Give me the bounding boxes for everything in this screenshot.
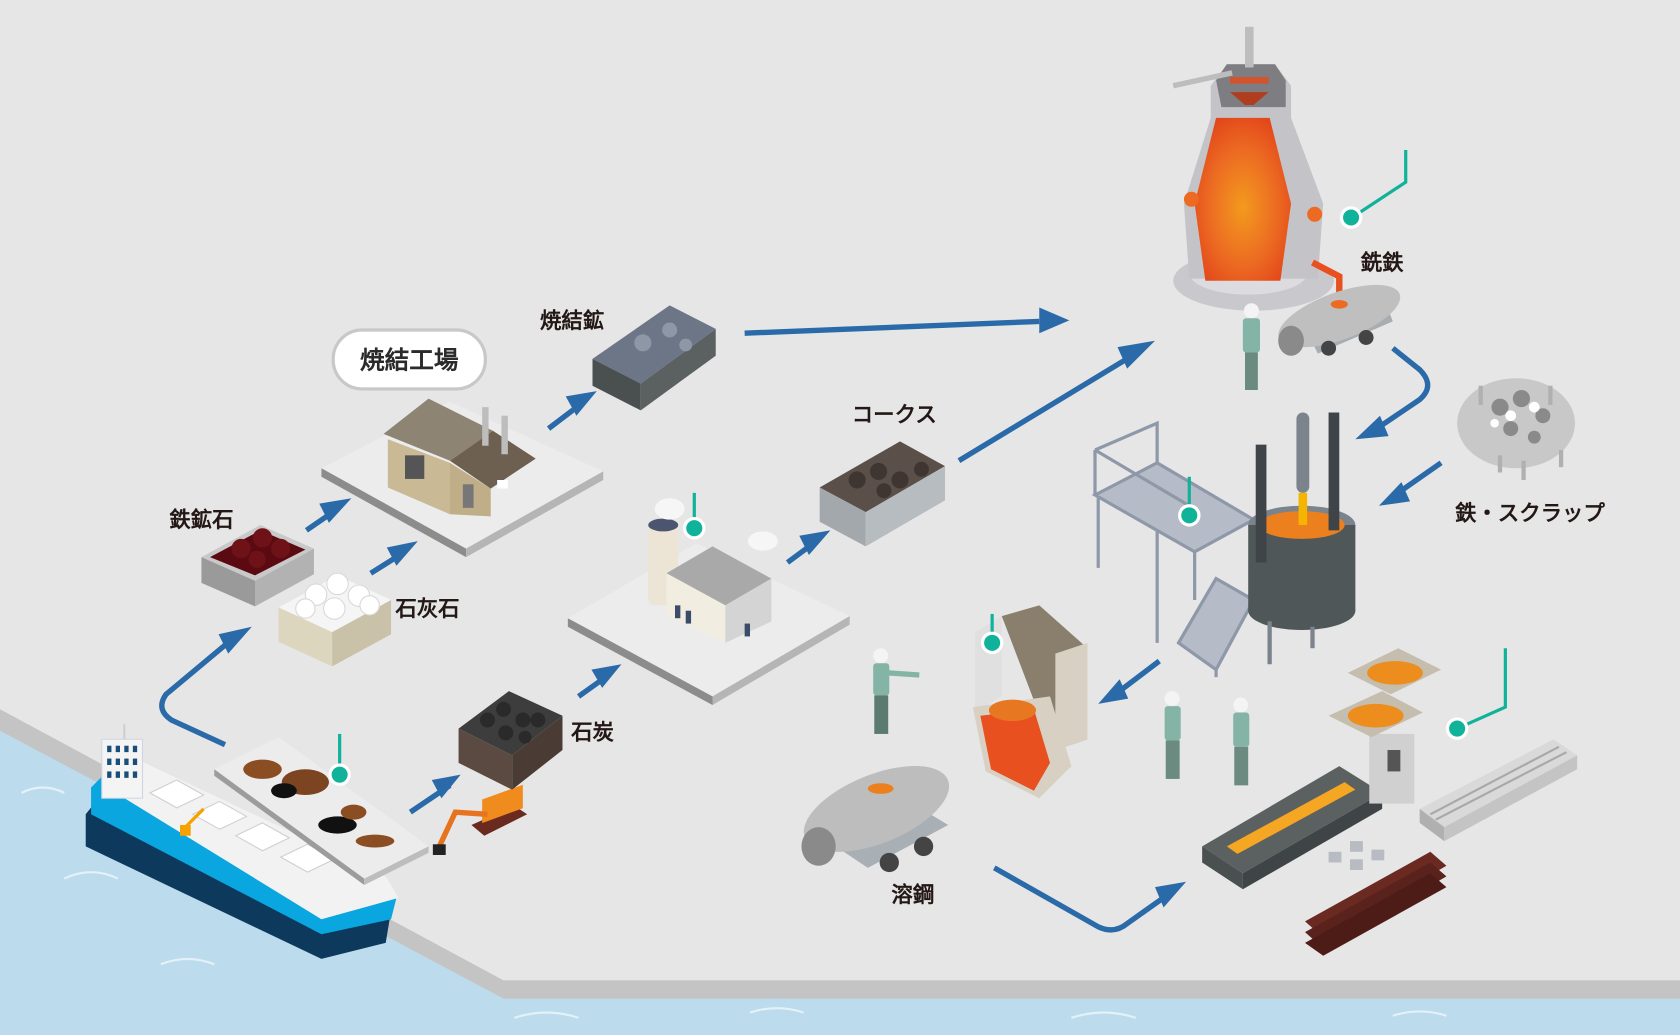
sinter-plant-label-text: 焼結工場: [360, 346, 459, 375]
arrow-yard-to-iron-ore: [159, 638, 233, 748]
sinter-plant: [321, 398, 604, 558]
secondary-refining-vessel: [972, 605, 1088, 799]
arrow-scrap-to-converter: [1396, 460, 1443, 496]
limestone-crate: [278, 572, 392, 667]
worker-figure: [1242, 303, 1260, 390]
label-sinter-ore: 焼結鉱: [540, 308, 604, 334]
ship-crane: [180, 807, 205, 836]
sinter-plant-label: 焼結工場: [331, 328, 487, 391]
arrow-sinter-ore-to-bf: [744, 318, 1040, 336]
pig-iron-torpedo-car: [1278, 284, 1401, 356]
arrow-converter-to-refining: [1118, 658, 1161, 694]
coke-oven-marker-pin: [683, 492, 706, 540]
steel-products: [1305, 739, 1578, 956]
worker-figure-4: [1233, 697, 1250, 786]
coal-bin: [458, 691, 563, 790]
ore-carrier-ship: [85, 724, 399, 959]
label-coke: コークス: [852, 403, 937, 428]
label-molten-steel: 溶鋼: [891, 882, 934, 908]
platform-stairs: [1091, 420, 1257, 678]
sea: [0, 709, 1680, 1035]
excavator: [432, 784, 528, 855]
worker-figure-2: [873, 648, 920, 734]
iron-ore-bin: [201, 525, 314, 607]
converter-marker-pin: [1178, 476, 1201, 527]
converter: [1091, 412, 1356, 678]
arrow-coke-to-bf: [957, 351, 1138, 464]
worker-figure-3: [1164, 691, 1181, 779]
raw-material-yard: [214, 733, 429, 885]
coke-oven: [567, 492, 850, 705]
coke-bin: [819, 441, 945, 547]
arrow-bf-to-converter: [1375, 346, 1431, 431]
label-limestone: 石灰石: [394, 596, 459, 622]
label-iron-ore: 鉄鉱石: [169, 507, 233, 533]
blast-furnace-marker-pin: [1339, 150, 1408, 229]
label-coal: 石炭: [570, 719, 614, 745]
continuous-caster: [1202, 648, 1507, 890]
arrow-car-to-caster: [992, 865, 1170, 933]
refining-marker-pin: [980, 613, 1004, 655]
label-iron-scrap: 鉄・スクラップ: [1455, 501, 1605, 527]
iron-scrap-pile: [1457, 378, 1575, 480]
arrow-heads: [218, 307, 1410, 908]
sinter-ore-bin: [592, 305, 716, 411]
label-pig-iron: 銑鉄: [1360, 250, 1404, 276]
raw-yard-marker-pin: [328, 733, 351, 786]
molten-steel-car: [801, 765, 950, 873]
caster-marker-pin: [1445, 648, 1507, 740]
blast-furnace: [1172, 26, 1408, 311]
